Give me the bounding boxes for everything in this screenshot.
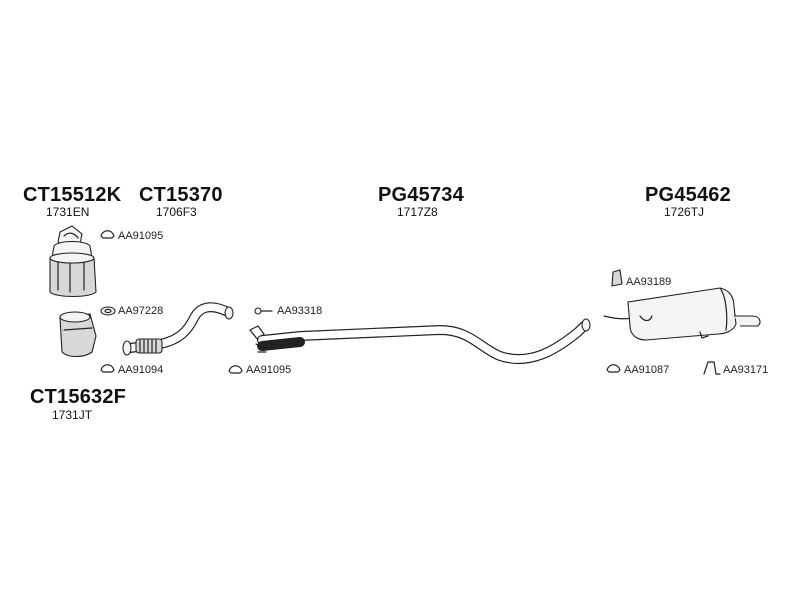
clamp-icon bbox=[606, 364, 621, 373]
fitting-label: AA91095 bbox=[246, 364, 292, 376]
fitting-label: AA91087 bbox=[624, 364, 670, 376]
front-converter-drawing bbox=[59, 311, 97, 358]
gasket-icon bbox=[100, 306, 116, 316]
hanger-icon bbox=[703, 361, 721, 375]
assembly-code: PG45462 bbox=[645, 184, 731, 206]
assembly-number: 1726TJ bbox=[664, 205, 705, 219]
clamp-icon bbox=[100, 364, 115, 373]
catalytic-converter-drawing bbox=[49, 225, 97, 298]
assembly-number: 1717Z8 bbox=[397, 205, 438, 219]
middle-pipe-drawing bbox=[249, 318, 591, 365]
assembly-code: PG45734 bbox=[378, 184, 464, 206]
clamp-icon bbox=[100, 230, 115, 239]
assembly-code: CT15370 bbox=[139, 184, 223, 206]
fitting-label: AA93189 bbox=[626, 276, 672, 288]
rear-silencer-drawing bbox=[603, 287, 761, 341]
assembly-code: CT15512K bbox=[23, 184, 122, 206]
fitting-label: AA97228 bbox=[118, 305, 164, 317]
clamp-icon bbox=[228, 365, 243, 374]
bolt-icon bbox=[254, 307, 273, 315]
fitting-label: AA91095 bbox=[118, 230, 164, 242]
downpipe-drawing bbox=[122, 302, 234, 356]
fitting-label: AA93171 bbox=[723, 364, 769, 376]
assembly-code: CT15632F bbox=[30, 386, 127, 408]
fitting-label: AA91094 bbox=[118, 364, 164, 376]
fitting-label: AA93318 bbox=[277, 305, 323, 317]
assembly-number: 1731JT bbox=[52, 408, 93, 422]
assembly-number: 1731EN bbox=[46, 205, 90, 219]
assembly-number: 1706F3 bbox=[156, 205, 197, 219]
bracket-icon bbox=[611, 269, 623, 287]
